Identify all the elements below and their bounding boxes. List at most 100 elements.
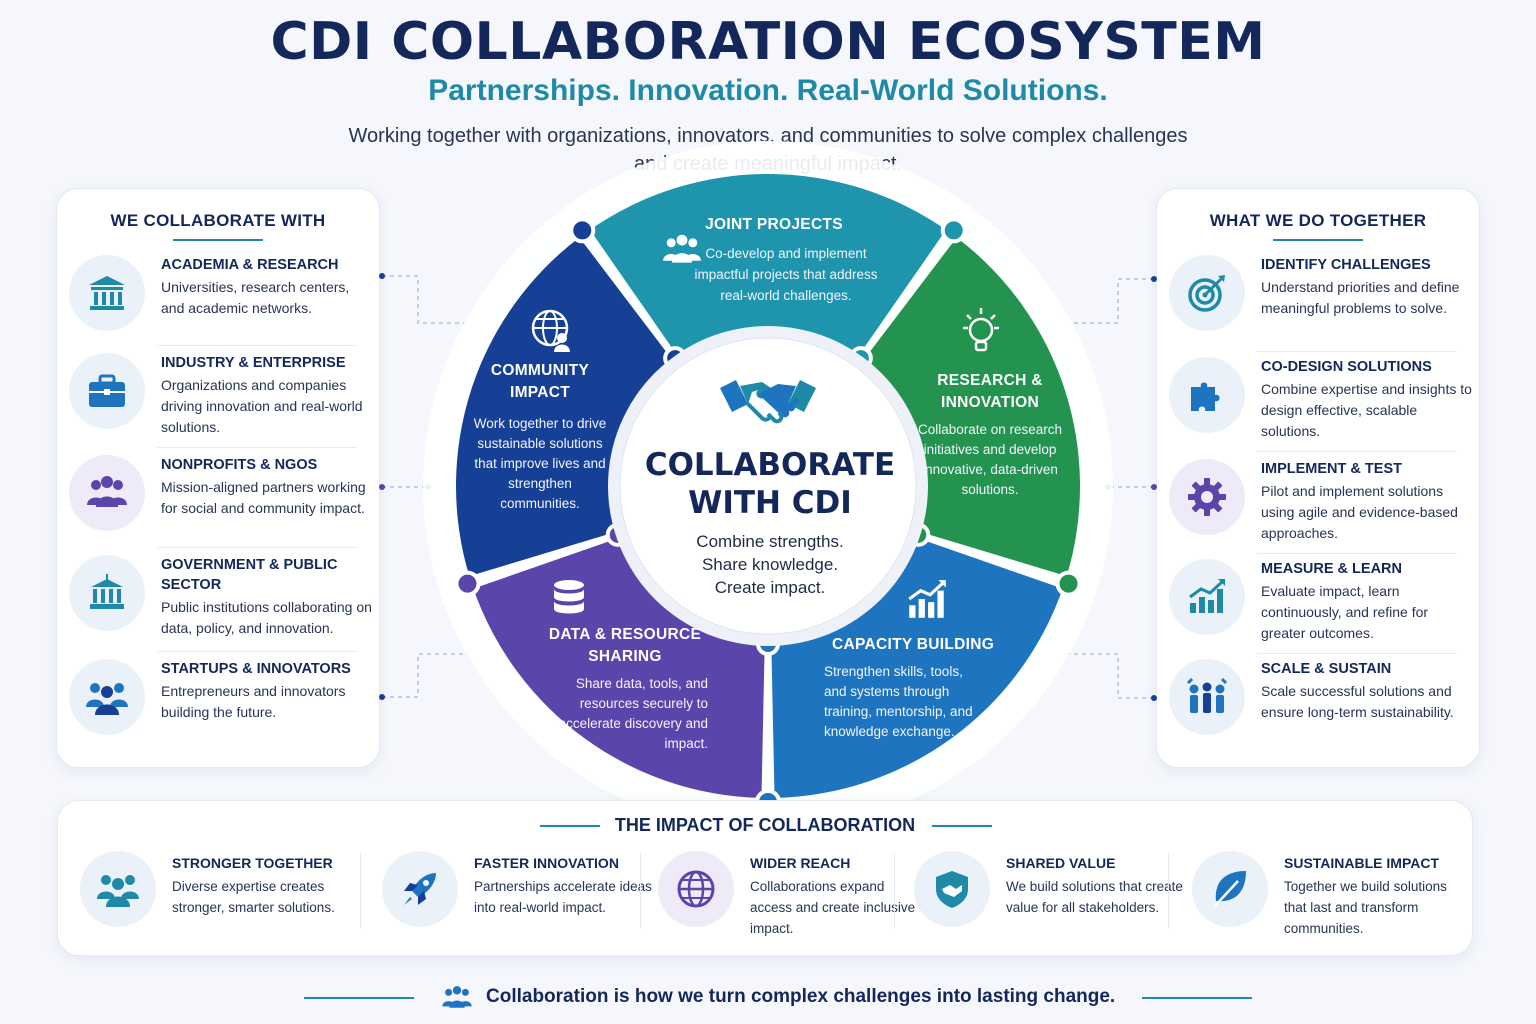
gear-icon [1169, 459, 1245, 535]
activity-title: IMPLEMENT & TEST [1261, 461, 1402, 477]
collaborator-title: ACADEMIA & RESEARCH [161, 257, 339, 273]
collaborator-desc: Mission-aligned partners working for soc… [161, 479, 366, 516]
center-sub-line-1: Combine strengths. [696, 532, 844, 551]
impact-item-sustainable: SUSTAINABLE IMPACT Together we build sol… [1192, 851, 1468, 941]
segment-desc: Strengthen skills, tools, and systems th… [824, 664, 973, 739]
footer-tagline: Collaboration is how we turn complex cha… [0, 984, 1536, 1012]
wheel-center-text: COLLABORATE WITH CDI Combine strengths. … [620, 446, 920, 599]
center-sub: Combine strengths. Share knowledge. Crea… [620, 530, 920, 599]
segment-community-impact: COMMUNITY IMPACT Work together to drive … [472, 360, 608, 514]
divider [157, 345, 357, 346]
briefcase-icon [69, 353, 145, 429]
divider [360, 853, 361, 929]
segment-capacity-building: CAPACITY BUILDING Strengthen skills, too… [820, 634, 1000, 742]
wheel-node-dot [569, 217, 596, 244]
people-group-icon [660, 232, 704, 268]
divider [894, 853, 895, 929]
segment-joint-projects-shape [589, 174, 947, 362]
collaborator-title: GOVERNMENT & PUBLIC SECTOR [161, 557, 338, 593]
activity-title: SCALE & SUSTAIN [1261, 661, 1392, 677]
segment-title: COMMUNITY IMPACT [490, 362, 590, 401]
divider [157, 651, 357, 652]
impact-item-wider: WIDER REACH Collaborations expand access… [658, 851, 934, 941]
segment-desc: Co-develop and implement impactful proje… [694, 246, 878, 303]
segment-data-resource-sharing-shape [473, 535, 765, 798]
divider [1168, 853, 1169, 929]
divider [1257, 351, 1457, 352]
impact-title: SUSTAINABLE IMPACT [1284, 855, 1440, 871]
university-icon [69, 255, 145, 331]
activities-panel: WHAT WE DO TOGETHER IDENTIFY CHALLENGES … [1156, 188, 1480, 768]
heading-underline [173, 239, 263, 241]
segment-joint-projects-desc-wrap: Co-develop and implement impactful proje… [684, 243, 888, 306]
segment-title: DATA & RESOURCE SHARING [548, 626, 702, 665]
impact-title: SHARED VALUE [1006, 855, 1116, 871]
connector-dot [1151, 484, 1157, 490]
collaborator-desc: Organizations and companies driving inno… [161, 377, 363, 435]
globe-people-icon [528, 306, 576, 354]
impact-desc: Diverse expertise creates stronger, smar… [172, 879, 335, 915]
wheel-center [619, 337, 917, 635]
segment-title: CAPACITY BUILDING [832, 636, 995, 653]
connector-dot [1151, 276, 1157, 282]
divider [157, 547, 357, 548]
divider [1257, 451, 1457, 452]
segment-research-innovation: RESEARCH & INNOVATION Collaborate on res… [918, 370, 1062, 500]
impact-title: WIDER REACH [750, 855, 851, 871]
connector-line [382, 653, 470, 698]
segment-research-innovation-shape [859, 237, 1080, 577]
handshake-icon [718, 370, 818, 436]
segment-title: JOINT PROJECTS [705, 216, 843, 233]
segment-data-resource-sharing: DATA & RESOURCE SHARING Share data, tool… [530, 624, 720, 754]
divider [640, 853, 641, 929]
impact-desc: We build solutions that create value for… [1006, 879, 1183, 915]
collaborator-title: INDUSTRY & ENTERPRISE [161, 355, 346, 371]
target-icon [1169, 255, 1245, 331]
activity-title: IDENTIFY CHALLENGES [1261, 257, 1431, 273]
activity-desc: Scale successful solutions and ensure lo… [1261, 683, 1454, 720]
collaborator-desc: Universities, research centers, and acad… [161, 279, 350, 316]
wheel-node-dot [940, 217, 967, 244]
activities-heading: WHAT WE DO TOGETHER [1209, 211, 1427, 230]
lightbulb-icon [958, 306, 1004, 360]
collaborators-panel: WE COLLABORATE WITH ACADEMIA & RESEARCH … [56, 188, 380, 768]
leaf-icon [1192, 851, 1268, 927]
impact-desc: Collaborations expand access and create … [750, 879, 916, 936]
page-title: CDI COLLABORATION ECOSYSTEM [270, 12, 1266, 72]
connector-dot [379, 484, 385, 490]
puzzle-icon [1169, 357, 1245, 433]
growth-chart-icon [904, 576, 950, 622]
impact-item-faster: FASTER INNOVATION Partnerships accelerat… [382, 851, 658, 941]
people-group-icon [440, 984, 474, 1012]
impact-item-shared: SHARED VALUE We build solutions that cre… [914, 851, 1190, 941]
footer-text: Collaboration is how we turn complex cha… [486, 986, 1116, 1007]
connector-line [1066, 653, 1154, 699]
center-title-line-2: WITH CDI [688, 485, 852, 521]
growth-chart-icon [1169, 559, 1245, 635]
database-icon [551, 578, 587, 622]
center-sub-line-2: Share knowledge. [701, 555, 839, 574]
segment-title: RESEARCH & INNOVATION [937, 372, 1043, 411]
divider [1257, 553, 1457, 554]
center-sub-line-3: Create impact. [714, 578, 826, 597]
heading-line-right [932, 825, 992, 827]
rocket-icon [382, 851, 458, 927]
center-title-line-1: COLLABORATE [644, 447, 896, 483]
impact-title: STRONGER TOGETHER [172, 855, 333, 871]
impact-heading: THE IMPACT OF COLLABORATION [614, 815, 916, 835]
impact-desc: Partnerships accelerate ideas into real-… [474, 879, 652, 915]
divider [157, 447, 357, 448]
activity-title: CO-DESIGN SOLUTIONS [1261, 359, 1432, 375]
segment-desc: Share data, tools, and resources securel… [558, 676, 708, 751]
government-building-icon [69, 555, 145, 631]
connector-dot [379, 273, 385, 279]
connector-line [382, 275, 470, 324]
intro-line-1: Working together with organizations, inn… [348, 125, 1188, 147]
collaborator-desc: Public institutions collaborating on dat… [161, 599, 372, 636]
heading-underline [1273, 239, 1363, 241]
footer-line-right [1142, 997, 1252, 999]
segment-desc: Collaborate on research initiatives and … [917, 422, 1063, 497]
team-icon [69, 659, 145, 735]
collaborators-heading: WE COLLABORATE WITH [110, 211, 326, 230]
